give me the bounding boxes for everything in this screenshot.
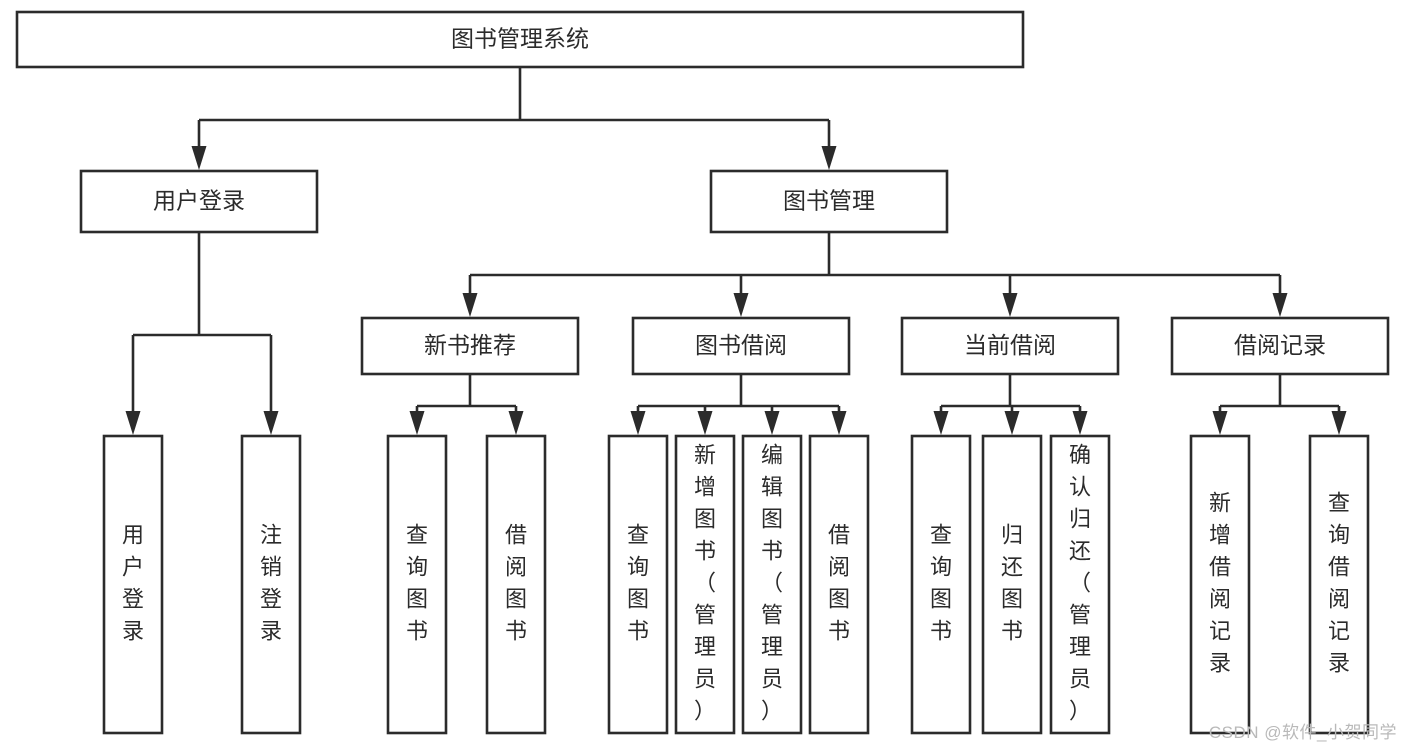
node-label: 确认归还（管理员）	[1069, 442, 1091, 723]
node-leaf-br-add[interactable]: 新增借阅记录	[1189, 434, 1251, 735]
node-leaf-cb-return[interactable]: 归还图书	[981, 434, 1043, 735]
node-leaf-rec-query[interactable]: 查询图书	[386, 434, 448, 735]
node-label: 借阅记录	[1234, 332, 1326, 358]
node-leaf-br-query[interactable]: 查询借阅记录	[1308, 434, 1370, 735]
node-label: 图书管理	[783, 188, 875, 214]
node-new-book-rec[interactable]: 新书推荐	[360, 316, 580, 376]
node-label: 用户登录	[122, 522, 144, 643]
node-label: 图书管理系统	[451, 26, 589, 52]
node-label: 新增借阅记录	[1209, 490, 1231, 675]
node-label: 图书借阅	[695, 332, 787, 358]
node-leaf-bb-query[interactable]: 查询图书	[607, 434, 669, 735]
node-label: 新书推荐	[424, 332, 516, 358]
node-label: 当前借阅	[964, 332, 1056, 358]
node-label: 用户登录	[153, 188, 245, 214]
node-book-borrow[interactable]: 图书借阅	[631, 316, 851, 376]
node-layer: 图书管理系统用户登录图书管理新书推荐图书借阅当前借阅借阅记录用户登录注销登录查询…	[15, 10, 1390, 735]
connector-layer	[125, 67, 1347, 435]
node-label: 注销登录	[260, 522, 282, 643]
node-leaf-bb-borrow[interactable]: 借阅图书	[808, 434, 870, 735]
node-leaf-user-login[interactable]: 用户登录	[102, 434, 164, 735]
node-leaf-cb-query[interactable]: 查询图书	[910, 434, 972, 735]
node-leaf-user-logout[interactable]: 注销登录	[240, 434, 302, 735]
node-leaf-bb-edit[interactable]: 编辑图书（管理员）	[741, 434, 803, 735]
node-label: 查询图书	[627, 522, 649, 643]
node-label: 借阅图书	[505, 522, 527, 643]
node-label: 编辑图书（管理员）	[761, 442, 783, 723]
node-root[interactable]: 图书管理系统	[15, 10, 1025, 69]
node-current-borrow[interactable]: 当前借阅	[900, 316, 1120, 376]
node-user-login[interactable]: 用户登录	[79, 169, 319, 234]
node-label: 新增图书（管理员）	[694, 442, 716, 723]
node-label: 归还图书	[1001, 522, 1023, 643]
node-leaf-cb-confirm[interactable]: 确认归还（管理员）	[1049, 434, 1111, 735]
node-borrow-record[interactable]: 借阅记录	[1170, 316, 1390, 376]
csdn-watermark: CSDN @软件_小贺同学	[1208, 723, 1397, 742]
node-leaf-rec-borrow[interactable]: 借阅图书	[485, 434, 547, 735]
node-label: 查询图书	[406, 522, 428, 643]
node-leaf-bb-add[interactable]: 新增图书（管理员）	[674, 434, 736, 735]
node-label: 查询图书	[930, 522, 952, 643]
node-book-mgmt[interactable]: 图书管理	[709, 169, 949, 234]
node-label: 查询借阅记录	[1328, 490, 1350, 675]
node-label: 借阅图书	[828, 522, 850, 643]
